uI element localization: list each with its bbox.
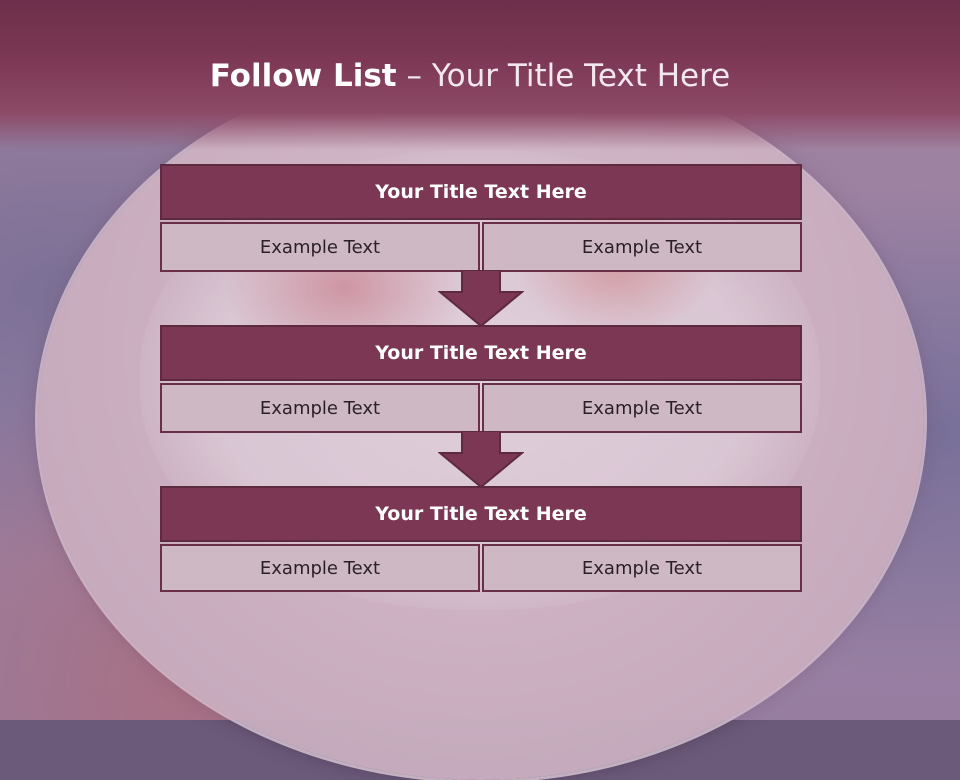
block-title: Your Title Text Here xyxy=(160,325,802,381)
block-title: Your Title Text Here xyxy=(160,164,802,220)
down-arrow-icon xyxy=(438,431,524,489)
list-block-3: Your Title Text Here Example Text Exampl… xyxy=(160,486,802,592)
down-arrow-icon xyxy=(438,270,524,328)
slide-title-rest: – Your Title Text Here xyxy=(396,58,731,94)
block-cell-right: Example Text xyxy=(482,222,802,272)
block-cell-right: Example Text xyxy=(482,383,802,433)
list-block-2: Your Title Text Here Example Text Exampl… xyxy=(160,325,802,433)
block-cell-left: Example Text xyxy=(160,383,480,433)
slide-title: Follow List – Your Title Text Here xyxy=(0,52,940,100)
slide-title-bold: Follow List xyxy=(209,58,397,94)
list-block-1: Your Title Text Here Example Text Exampl… xyxy=(160,164,802,272)
block-cell-left: Example Text xyxy=(160,222,480,272)
block-cell-left: Example Text xyxy=(160,544,480,592)
block-row: Example Text Example Text xyxy=(160,544,802,592)
header-band xyxy=(0,0,960,150)
block-title: Your Title Text Here xyxy=(160,486,802,542)
block-row: Example Text Example Text xyxy=(160,222,802,272)
block-row: Example Text Example Text xyxy=(160,383,802,433)
block-cell-right: Example Text xyxy=(482,544,802,592)
